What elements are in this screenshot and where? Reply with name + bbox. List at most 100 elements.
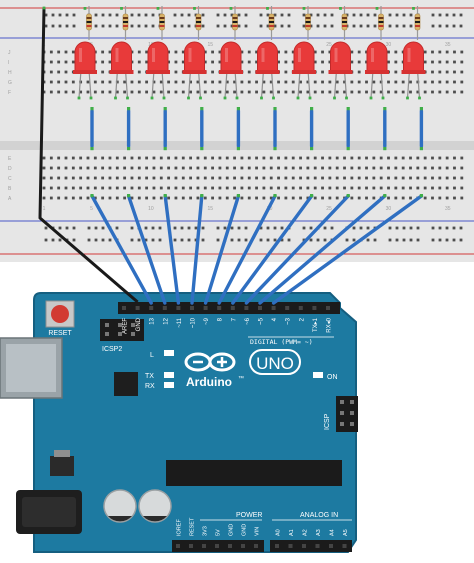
resistor-band <box>415 17 420 19</box>
breadboard-hole <box>387 156 390 160</box>
breadboard-hole <box>49 176 53 180</box>
power-pin-label: GND <box>229 524 235 536</box>
active-hole <box>272 96 275 100</box>
header-pin[interactable] <box>122 306 126 310</box>
header-pin[interactable] <box>215 544 219 548</box>
rail-hole <box>244 238 248 242</box>
header-pin[interactable] <box>135 306 140 310</box>
breadboard-hole <box>445 156 449 160</box>
header-pin[interactable] <box>312 306 317 310</box>
active-hole <box>345 96 348 100</box>
breadboard-hole <box>321 166 324 170</box>
rail-hole <box>409 24 413 28</box>
breadboard-hole <box>343 176 346 180</box>
header-pin[interactable] <box>176 306 181 310</box>
rail-hole <box>144 226 148 230</box>
rail-hole <box>194 226 198 230</box>
breadboard-hole <box>130 156 134 160</box>
led-lead <box>380 69 384 99</box>
breadboard-hole <box>93 196 97 200</box>
breadboard-hole <box>71 156 75 160</box>
breadboard-hole <box>93 176 97 180</box>
header-pin <box>340 400 344 404</box>
header-pin[interactable] <box>190 306 194 310</box>
breadboard-hole <box>145 166 149 170</box>
rail-hole <box>44 13 48 17</box>
header-pin[interactable] <box>189 544 193 548</box>
header-pin[interactable] <box>241 544 245 548</box>
rail-hole <box>302 24 306 28</box>
breadboard-hole <box>108 156 112 160</box>
rail-hole <box>366 13 370 17</box>
resistor-band <box>232 17 238 19</box>
breadboard-hole <box>321 156 324 160</box>
breadboard-hole <box>101 90 105 94</box>
breadboard-hole <box>394 156 398 160</box>
breadboard-hole <box>453 80 456 84</box>
led <box>257 41 278 73</box>
header-pin[interactable] <box>203 306 208 310</box>
header-pin[interactable] <box>149 306 154 310</box>
active-hole <box>150 96 154 100</box>
led-lead <box>406 69 411 99</box>
digital-pin-label: 13 <box>150 317 156 324</box>
breadboard-hole <box>343 80 346 84</box>
led-lead <box>234 69 238 99</box>
breadboard-hole <box>218 166 222 170</box>
header-pin[interactable] <box>254 544 258 548</box>
breadboard-hole <box>218 60 222 64</box>
rail-hole <box>352 13 356 17</box>
header-pin[interactable] <box>329 544 333 548</box>
rail-hole <box>130 13 134 17</box>
breadboard-hole <box>181 90 185 94</box>
breadboard-hole <box>453 90 456 94</box>
rail-hole <box>94 238 98 242</box>
rail-hole <box>280 13 284 17</box>
header-pin[interactable] <box>217 306 222 310</box>
rail-hole <box>316 238 320 242</box>
breadboard-hole <box>269 156 273 160</box>
header-pin[interactable] <box>202 544 206 548</box>
header-pin[interactable] <box>326 306 330 310</box>
header-pin[interactable] <box>285 306 290 310</box>
header-pin[interactable] <box>176 544 180 548</box>
header-pin[interactable] <box>230 306 235 310</box>
active-hole <box>120 7 123 10</box>
header-pin[interactable] <box>244 306 249 310</box>
breadboard-hole <box>255 60 258 64</box>
header-pin[interactable] <box>162 306 167 310</box>
header-pin[interactable] <box>302 544 306 548</box>
breadboard-hole <box>137 50 141 54</box>
breadboard-hole <box>269 90 273 94</box>
breadboard-hole <box>438 156 442 160</box>
header-pin[interactable] <box>288 544 293 548</box>
resistor-band <box>415 25 420 27</box>
breadboard-hole <box>167 50 171 54</box>
row-letter: F <box>8 90 11 96</box>
reset-button[interactable] <box>51 305 69 323</box>
header-pin[interactable] <box>298 306 303 310</box>
rail-hole <box>287 238 291 242</box>
breadboard-hole <box>211 166 214 170</box>
rail-hole <box>438 226 442 230</box>
header-pin[interactable] <box>342 544 347 548</box>
breadboard-hole <box>306 196 310 200</box>
header-pin[interactable] <box>258 306 262 310</box>
row-letter: J <box>8 50 11 56</box>
led-lead <box>260 69 265 99</box>
header-pin[interactable] <box>271 306 276 310</box>
active-hole <box>127 107 131 111</box>
header-pin[interactable] <box>315 544 320 548</box>
header-pin[interactable] <box>275 544 279 548</box>
rail-hole <box>87 238 91 242</box>
header-pin[interactable] <box>228 544 232 548</box>
breadboard-hole <box>123 80 127 84</box>
breadboard-hole <box>438 166 442 170</box>
led-lead <box>270 69 275 99</box>
breadboard-hole <box>277 166 280 170</box>
led-lead <box>370 69 374 99</box>
breadboard-hole <box>64 70 68 74</box>
breadboard-hole <box>189 166 192 170</box>
rail-hole <box>230 24 234 28</box>
